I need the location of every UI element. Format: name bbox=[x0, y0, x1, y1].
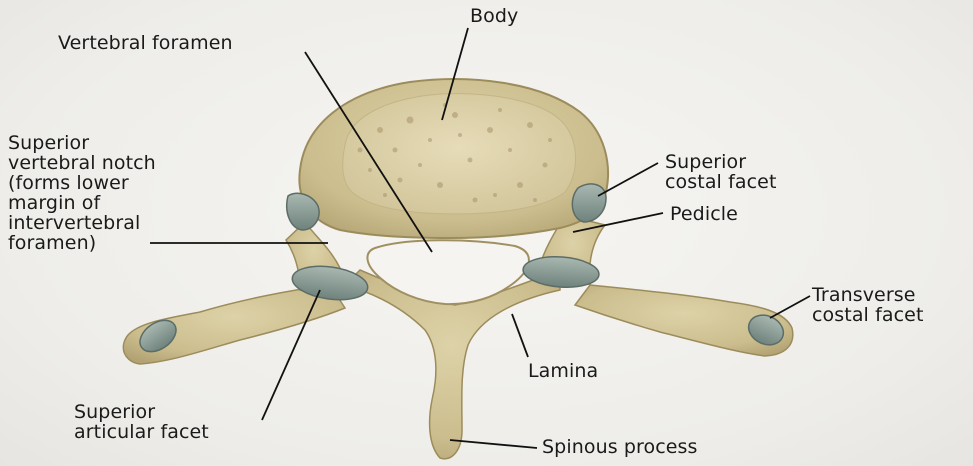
label-body: Body bbox=[470, 6, 518, 26]
label-superior-costal-facet: Superior costal facet bbox=[665, 152, 777, 192]
label-transverse-costal-facet: Transverse costal facet bbox=[812, 285, 924, 325]
label-superior-articular-facet: Superior articular facet bbox=[74, 402, 209, 442]
leader-transverse-costal-facet bbox=[770, 296, 810, 318]
label-pedicle: Pedicle bbox=[670, 204, 738, 224]
right-superior-costal-facet bbox=[572, 184, 606, 222]
body-cancellous-surface bbox=[343, 94, 576, 214]
label-vertebral-foramen: Vertebral foramen bbox=[58, 33, 233, 53]
leader-spinous-process bbox=[450, 440, 537, 448]
label-spinous-process: Spinous process bbox=[542, 437, 698, 457]
label-lamina: Lamina bbox=[528, 361, 598, 381]
leader-lamina bbox=[512, 314, 528, 357]
label-superior-vertebral-notch: Superior vertebral notch (forms lower ma… bbox=[8, 133, 156, 253]
